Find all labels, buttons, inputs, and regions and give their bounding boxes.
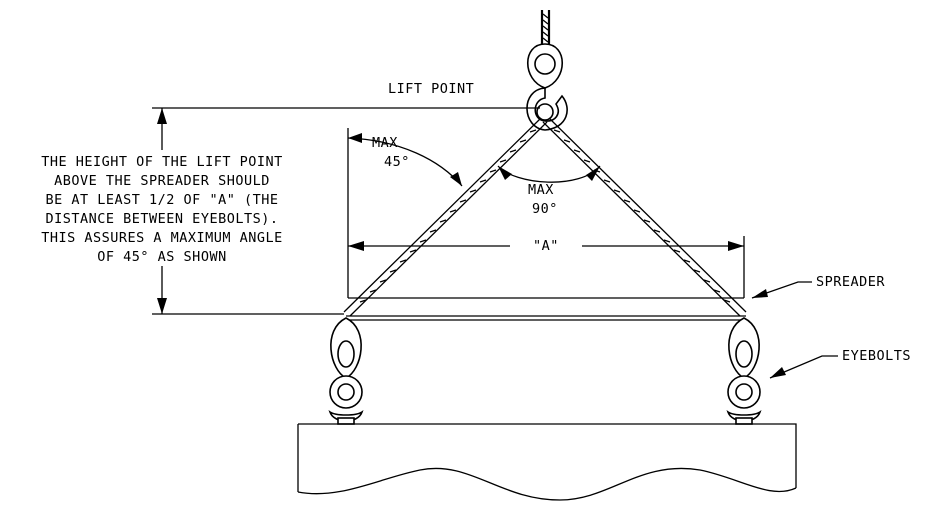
- lift-hook: [526, 87, 568, 131]
- a-dimension: [347, 128, 745, 298]
- eyebolts-leader: [769, 355, 838, 379]
- max45-label-line1: MAX: [372, 135, 398, 151]
- top-cable: [540, 10, 551, 50]
- max90-label-line2: 90°: [532, 201, 558, 217]
- sling-right: [542, 117, 747, 317]
- swivel-ring: [526, 43, 564, 89]
- load-block: [297, 423, 797, 501]
- left-eyebolt: [328, 317, 364, 425]
- note-line-4: DISTANCE BETWEEN EYEBOLTS).: [46, 211, 279, 227]
- eyebolts-label: EYEBOLTS: [842, 348, 911, 364]
- spreader-leader: [751, 281, 812, 299]
- height-dimension: [152, 107, 540, 315]
- spreader-bar: [346, 297, 746, 321]
- lift-point-label: LIFT POINT: [388, 81, 474, 97]
- note-line-5: THIS ASSURES A MAXIMUM ANGLE: [41, 230, 283, 246]
- note-line-1: THE HEIGHT OF THE LIFT POINT: [41, 154, 283, 170]
- max45-label-line2: 45°: [384, 154, 410, 170]
- note-line-3: BE AT LEAST 1/2 OF "A" (THE: [46, 192, 279, 208]
- a-dimension-label: "A": [533, 238, 559, 254]
- right-eyebolt: [726, 317, 762, 425]
- sling-left: [343, 117, 548, 317]
- height-note: THE HEIGHT OF THE LIFT POINT ABOVE THE S…: [41, 154, 283, 265]
- note-line-2: ABOVE THE SPREADER SHOULD: [54, 173, 270, 189]
- max90-label-line1: MAX: [528, 182, 554, 198]
- max45-arc: [347, 133, 463, 187]
- spreader-label: SPREADER: [816, 274, 885, 290]
- max90-arc: [497, 165, 601, 183]
- note-line-6: OF 45° AS SHOWN: [97, 249, 226, 265]
